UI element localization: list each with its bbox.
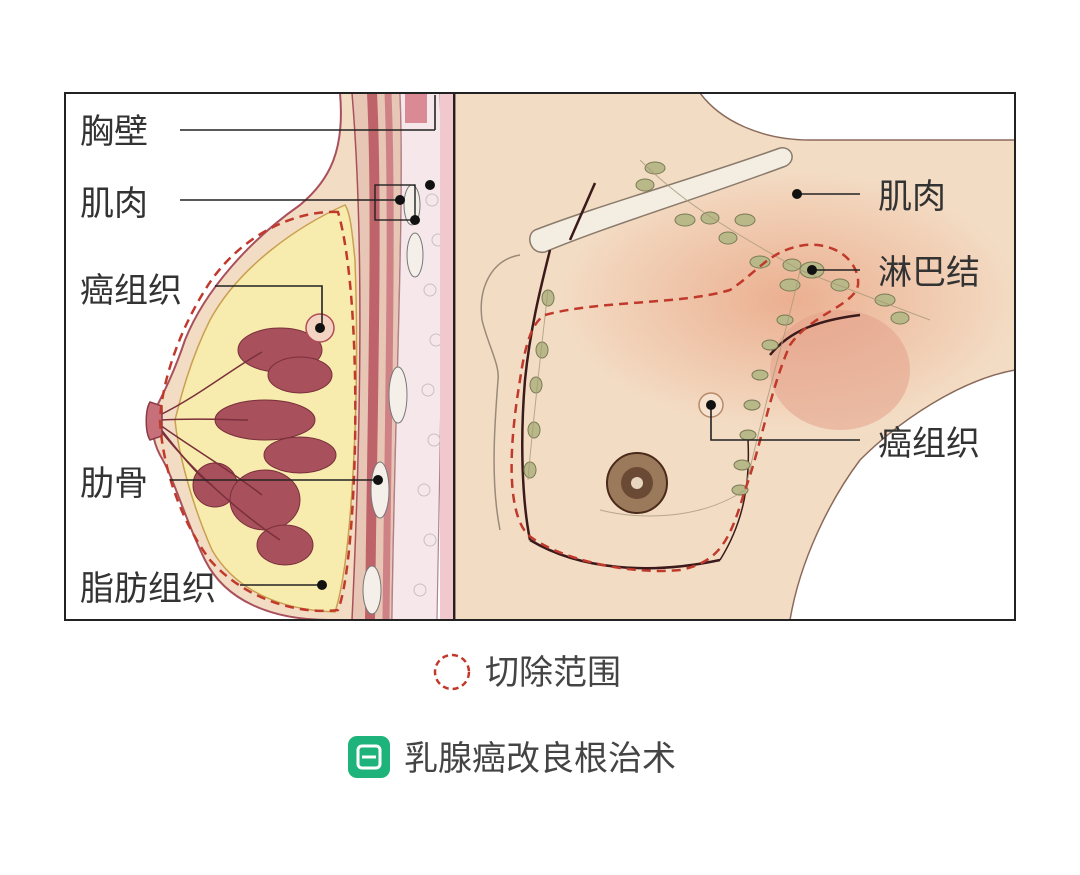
mammary-glands (192, 327, 337, 566)
caption: 乳腺癌改良根治术 (348, 736, 676, 779)
label-chest-wall: 胸壁 (80, 112, 148, 152)
right-panel-frontal-view (455, 93, 1015, 620)
label-rib: 肋骨 (80, 464, 148, 504)
left-excision-boundary (158, 210, 357, 613)
label-cancer-tissue-left: 癌组织 (80, 271, 182, 311)
caption-title: 乳腺癌改良根治术 (404, 739, 676, 779)
right-leaders (706, 189, 860, 441)
label-fat-tissue: 脂肪组织 (80, 569, 216, 609)
label-muscle-right: 肌肉 (878, 177, 946, 217)
label-muscle-left: 肌肉 (80, 184, 148, 224)
label-cancer-tissue-right: 癌组织 (878, 424, 980, 464)
nipple (145, 401, 163, 441)
left-leaders (170, 95, 436, 590)
excision-range-legend-icon (433, 653, 471, 691)
right-excision-boundary (510, 243, 860, 573)
document-icon (348, 736, 390, 778)
legend-excision-label: 切除范围 (485, 653, 621, 693)
clavicle (529, 147, 793, 253)
legend: 切除范围 (433, 653, 621, 693)
left-panel-cross-section (65, 93, 453, 620)
diagram-frame (64, 92, 1016, 621)
label-lymph-node: 淋巴结 (878, 253, 980, 293)
